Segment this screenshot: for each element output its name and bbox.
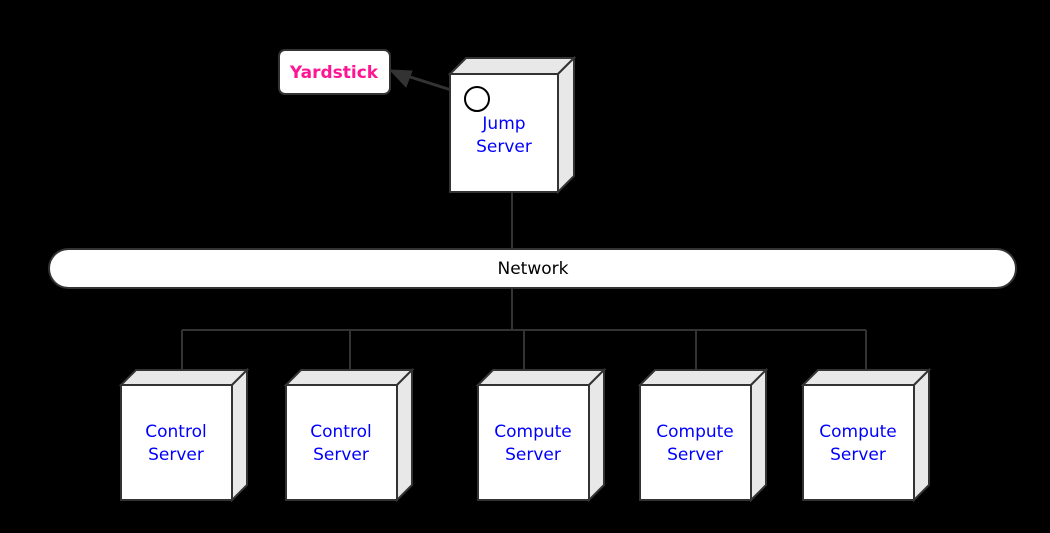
network-bar	[48, 248, 1017, 289]
server-1-side-face	[231, 367, 248, 503]
arrow-head-icon	[388, 69, 413, 88]
jump-server-port-icon[interactable]	[464, 86, 490, 112]
server-2-top-face	[283, 369, 415, 386]
server-2-label-line1: Control	[310, 422, 371, 442]
server-node-1[interactable]: Control Server	[118, 367, 250, 503]
server-1-label-line2: Server	[148, 445, 204, 465]
server-2-label-line2: Server	[313, 445, 369, 465]
server-4-top-face	[637, 369, 769, 386]
server-node-2[interactable]: Control Server	[283, 367, 415, 503]
server-2-front-face	[285, 384, 398, 501]
server-3-label-line2: Server	[505, 445, 561, 465]
server-1-label-line1: Control	[145, 422, 206, 442]
yardstick-label: Yardstick	[289, 63, 379, 83]
yardstick-node[interactable]: Yardstick	[278, 49, 391, 95]
server-1-front-face	[120, 384, 233, 501]
jump-server-label-line1: Jump	[481, 114, 525, 134]
jump-server-top-face	[447, 57, 577, 75]
server-5-label-line1: Compute	[819, 422, 897, 442]
server-node-3[interactable]: Compute Server	[475, 367, 607, 503]
server-1-top-face	[118, 369, 250, 386]
server-5-front-face	[802, 384, 915, 501]
server-2-side-face	[396, 367, 413, 503]
network-node[interactable]: Network	[48, 248, 1017, 289]
server-3-front-face	[477, 384, 590, 501]
jump-server-node[interactable]: Jump Server	[447, 55, 577, 195]
network-label: Network	[498, 259, 569, 279]
connector-group	[181, 192, 867, 371]
server-3-label-line1: Compute	[494, 422, 572, 442]
server-5-side-face	[913, 367, 930, 503]
server-4-side-face	[750, 367, 767, 503]
server-3-top-face	[475, 369, 607, 386]
server-4-label-line1: Compute	[656, 422, 734, 442]
server-5-top-face	[800, 369, 932, 386]
server-4-label-line2: Server	[667, 445, 723, 465]
server-5-label-line2: Server	[830, 445, 886, 465]
server-3-side-face	[588, 367, 605, 503]
server-node-5[interactable]: Compute Server	[800, 367, 932, 503]
jump-server-side-face	[557, 55, 575, 195]
server-node-4[interactable]: Compute Server	[637, 367, 769, 503]
jump-server-label-line2: Server	[476, 137, 532, 157]
server-4-front-face	[639, 384, 752, 501]
yardstick-box	[278, 49, 391, 95]
